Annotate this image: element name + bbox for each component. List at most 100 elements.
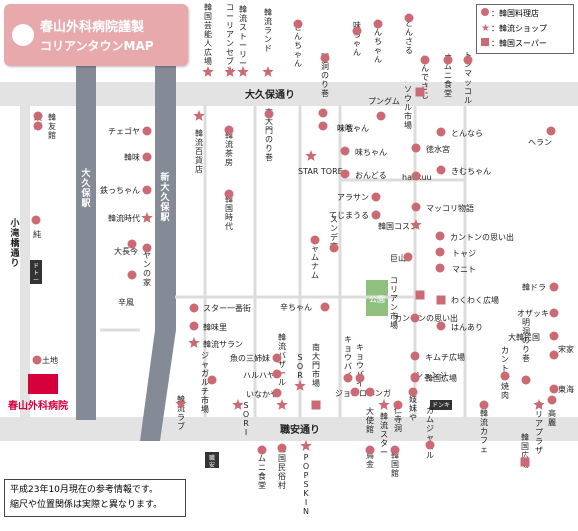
shop-star-icon xyxy=(193,110,205,121)
shop-star-icon xyxy=(202,66,214,77)
legend-shop-label: ：韓流ショップ xyxy=(490,24,547,33)
place-label-p54: はんあり xyxy=(451,323,483,332)
place-label-p65: 韓流サラン xyxy=(203,339,243,349)
restaurant-dot-icon xyxy=(549,282,559,292)
restaurant-dot-icon xyxy=(272,369,282,379)
restaurant-dot-icon xyxy=(142,243,152,253)
place-label-p23: 大長今 xyxy=(114,246,138,256)
restaurant-dot-icon xyxy=(352,26,362,36)
restaurant-dot-icon xyxy=(549,384,559,394)
super-square-icon xyxy=(436,295,446,305)
place-label-p57: キムチ広場 xyxy=(425,352,465,362)
shop-star-icon xyxy=(378,399,390,410)
chuo-line-rail xyxy=(76,50,96,420)
okubo-road-label: 大久保通り xyxy=(245,88,295,101)
restaurant-dot-icon xyxy=(272,388,282,398)
place-label-p49: トャジ xyxy=(452,249,476,258)
place-label-p24: 辛風 xyxy=(118,297,134,307)
restaurant-dot-icon xyxy=(411,143,421,153)
place-label-p51: わくわく広場 xyxy=(451,295,499,305)
donki-sign xyxy=(430,400,452,410)
restaurant-dot-icon xyxy=(207,375,217,385)
shop-star-icon xyxy=(232,399,244,410)
shinokubo-station-label: 新大久保駅 xyxy=(159,171,170,223)
restaurant-dot-icon xyxy=(546,126,556,136)
shop-star-icon xyxy=(175,398,187,409)
restaurant-dot-icon xyxy=(264,109,274,119)
place-label-p67: 魚の三姉妹 xyxy=(230,353,270,363)
shop-star-icon xyxy=(300,440,312,451)
place-label-p61: 明洞のり巻 xyxy=(522,318,530,363)
place-label-p80: 韓流スター xyxy=(380,411,388,457)
restaurant-dot-icon xyxy=(320,53,330,63)
place-label-p64: 韓味里 xyxy=(203,322,227,332)
restaurant-dot-icon xyxy=(481,8,489,16)
super-square-icon xyxy=(481,38,489,46)
restaurant-dot-icon xyxy=(463,55,473,65)
restaurant-dot-icon xyxy=(443,55,453,65)
restaurant-dot-icon xyxy=(410,351,420,361)
place-label-p43: 巨山 xyxy=(390,253,406,263)
restaurant-dot-icon xyxy=(435,231,445,241)
shop-star-icon xyxy=(533,399,545,410)
shop-star-icon xyxy=(141,212,153,223)
place-label-p4: 韓流ランド xyxy=(264,7,272,53)
restaurant-dot-icon xyxy=(293,19,303,29)
title-line2: コリアンタウンMAP xyxy=(40,39,154,53)
note-line2: 縮尺や位置関係は実際と異なります。 xyxy=(10,500,163,510)
place-label-p3: 韓流ストーリー xyxy=(239,4,247,68)
place-label-p20: 鉄っちゃん xyxy=(100,185,140,195)
place-label-p58: 韓国広場 xyxy=(425,373,457,383)
place-label-p79: 大使館 xyxy=(366,406,374,434)
place-label-p42: 韓国コスメ xyxy=(378,221,418,231)
restaurant-dot-icon xyxy=(33,121,43,131)
place-label-p29: 韓国時代 xyxy=(225,194,233,231)
restaurant-dot-icon xyxy=(142,152,152,162)
restaurant-dot-icon xyxy=(343,373,353,383)
place-label-p26: 土地 xyxy=(42,355,58,365)
park-label: 公園 xyxy=(369,295,385,304)
shop-star-icon: ★ xyxy=(481,23,490,34)
place-label-p39: 徳水宮 xyxy=(426,144,450,154)
restaurant-dot-icon xyxy=(376,111,386,121)
restaurant-dot-icon xyxy=(340,169,350,179)
place-label-p5: とんちゃん xyxy=(294,23,302,68)
restaurant-dot-icon xyxy=(549,350,559,360)
legend-restaurant: ：韓国料理店 xyxy=(481,7,539,21)
restaurant-dot-icon xyxy=(435,263,445,273)
place-label-p66: 辛ちゃん xyxy=(280,302,312,312)
place-label-p83: カムジャコル xyxy=(426,406,434,460)
restaurant-dot-icon xyxy=(436,165,446,175)
place-label-p44: コリアン市場 xyxy=(390,276,398,330)
shokuan-road xyxy=(0,417,578,441)
title-line1: 春山外科病院謹製 xyxy=(40,20,145,35)
restaurant-dot-icon xyxy=(549,308,559,318)
restaurant-dot-icon xyxy=(127,239,137,249)
place-label-p90: 鳥金 xyxy=(366,450,374,469)
restaurant-dot-icon xyxy=(408,387,418,397)
place-label-p33: 味ちゃん xyxy=(355,147,387,157)
shop-star-icon xyxy=(276,399,288,410)
restaurant-dot-icon xyxy=(33,111,43,121)
place-label-p19: 韓味 xyxy=(124,152,140,162)
place-label-p48: カントンの思い出 xyxy=(450,232,514,242)
place-label-p21: 韓流時代 xyxy=(108,213,140,223)
place-label-p59: 宋家 xyxy=(558,344,574,354)
restaurant-dot-icon xyxy=(142,185,152,195)
disclaimer-note: 平成23年10月現在の参考情報です。 縮尺や位置関係は実際と異なります。 xyxy=(4,479,186,517)
restaurant-dot-icon xyxy=(365,387,375,397)
super-square-icon xyxy=(520,457,530,467)
place-label-p63: スター一番街 xyxy=(203,303,251,313)
restaurant-dot-icon xyxy=(410,313,420,323)
place-label-p71: 韓流バザール xyxy=(278,332,286,387)
shop-star-icon xyxy=(410,219,422,230)
place-label-p9: とんさる xyxy=(405,19,413,55)
restaurant-dot-icon xyxy=(393,400,403,410)
restaurant-dot-icon xyxy=(390,445,400,455)
restaurant-dot-icon xyxy=(403,252,413,262)
restaurant-dot-icon xyxy=(420,55,430,65)
shokuan-sign xyxy=(205,452,219,468)
